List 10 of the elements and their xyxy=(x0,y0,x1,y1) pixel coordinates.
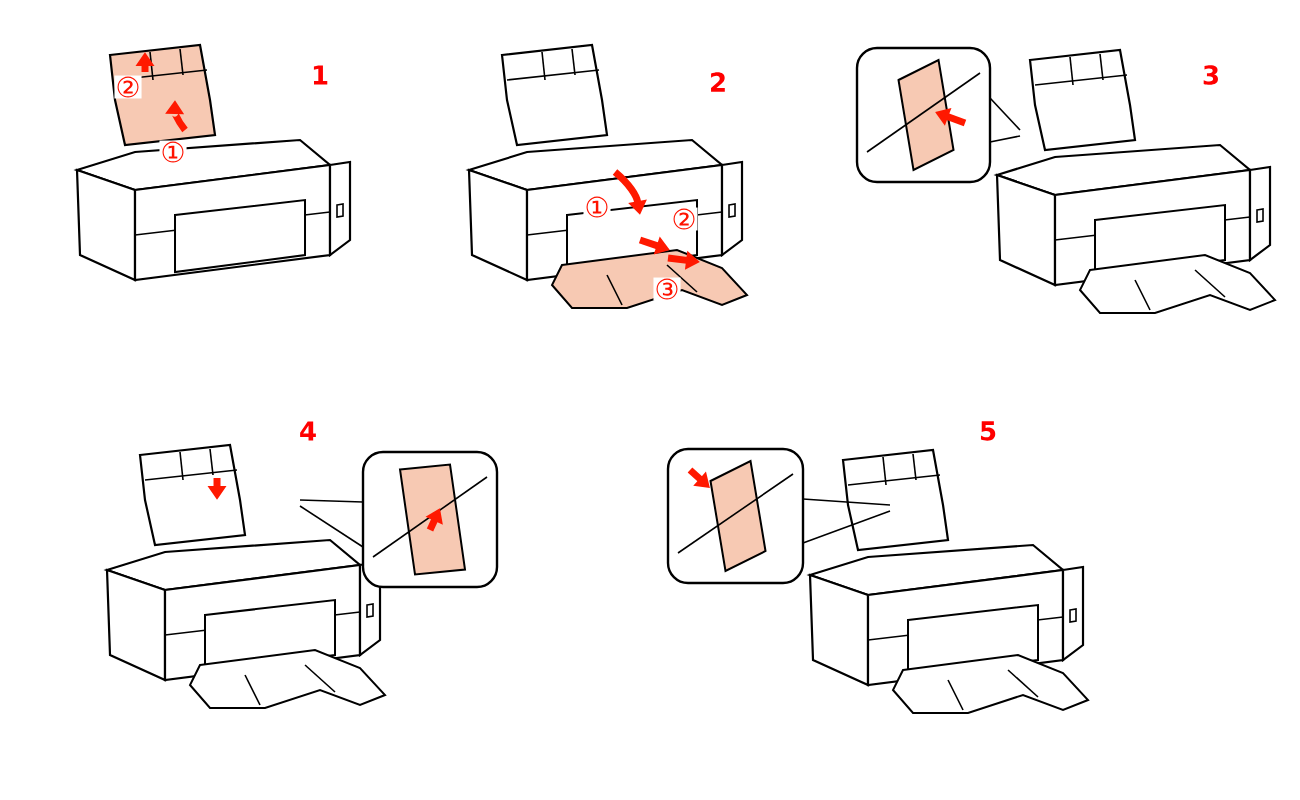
callout-number: ① xyxy=(159,140,187,164)
callout-number: ② xyxy=(670,207,698,231)
callout-number: ③ xyxy=(653,277,681,301)
callout-number: ① xyxy=(583,195,611,219)
callout-number: ② xyxy=(114,75,142,99)
step-number: 4 xyxy=(300,421,316,441)
step-number: 1 xyxy=(313,65,328,85)
step-number: 5 xyxy=(980,421,996,441)
step-number: 2 xyxy=(711,72,725,92)
step-number: 3 xyxy=(1203,65,1218,85)
